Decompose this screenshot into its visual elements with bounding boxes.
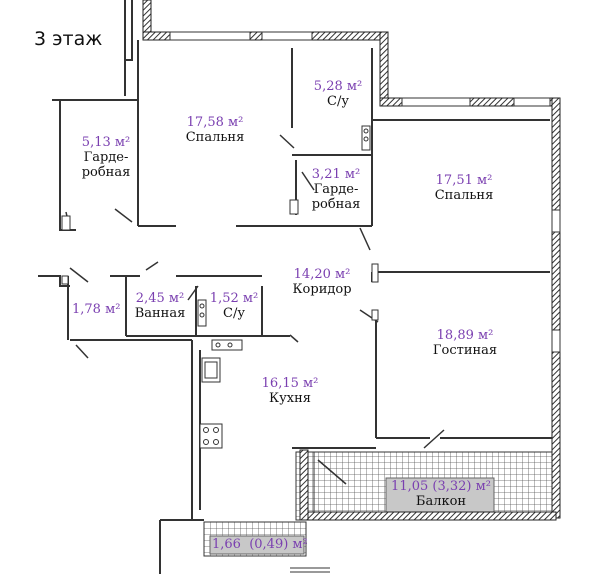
room-wc-small[interactable]: 1,52 м² С/у — [206, 291, 262, 322]
room-small-area[interactable]: 1,78 м² — [72, 302, 121, 317]
stair-rails — [290, 567, 330, 573]
room-area: 17,51 м² — [435, 173, 493, 188]
room-corridor[interactable]: 14,20 м² Коридор — [284, 267, 360, 298]
room-area: 1,52 м² — [209, 291, 259, 306]
room-area: 5,28 м² — [313, 79, 363, 94]
room-area: 17,58 м² — [186, 115, 244, 130]
room-bedroom-right[interactable]: 17,51 м² Спальня — [424, 173, 504, 204]
room-name: Гарде- робная — [311, 181, 361, 212]
windows — [169, 31, 561, 353]
room-bedroom-top[interactable]: 17,58 м² Спальня — [176, 115, 254, 146]
room-bathroom-top[interactable]: 5,28 м² С/у — [308, 79, 368, 110]
room-area: 18,89 м² — [436, 328, 494, 343]
loggia-label-box — [209, 535, 305, 555]
room-balcony[interactable]: 11,05 (3,32) м² Балкон — [386, 479, 496, 510]
room-kitchen[interactable]: 16,15 м² Кухня — [250, 376, 330, 407]
room-area: 2,45 м² — [135, 291, 185, 306]
fixtures — [61, 125, 379, 449]
room-area: 3,21 м² — [311, 167, 361, 182]
room-name: Коридор — [292, 281, 352, 297]
room-area: 16,15 м² — [261, 376, 319, 391]
room-name: Балкон — [415, 493, 467, 509]
room-name: Ванная — [134, 305, 186, 321]
room-wardrobe-mid[interactable]: 3,21 м² Гарде- робная — [304, 167, 368, 213]
room-name: С/у — [223, 305, 245, 321]
room-living[interactable]: 18,89 м² Гостиная — [420, 328, 510, 359]
room-loggia-area[interactable]: 1,66 (0,49) м² — [212, 537, 308, 552]
room-name: Спальня — [185, 129, 245, 145]
room-area: 14,20 м² — [293, 267, 351, 282]
room-wardrobe-left[interactable]: 5,13 м² Гарде- робная — [76, 135, 136, 181]
room-bath[interactable]: 2,45 м² Ванная — [128, 291, 192, 322]
floor-label: 3 этаж — [34, 28, 103, 50]
room-area: 11,05 (3,32) м² — [391, 479, 491, 494]
room-name: Гарде- робная — [81, 149, 131, 180]
room-name: С/у — [327, 93, 349, 109]
balcony-label-box — [385, 477, 495, 515]
room-name: Спальня — [434, 187, 494, 203]
room-area: 5,13 м² — [81, 135, 131, 150]
room-name: Кухня — [269, 390, 311, 406]
room-name: Гостиная — [432, 342, 498, 358]
interior-walls — [38, 0, 552, 574]
